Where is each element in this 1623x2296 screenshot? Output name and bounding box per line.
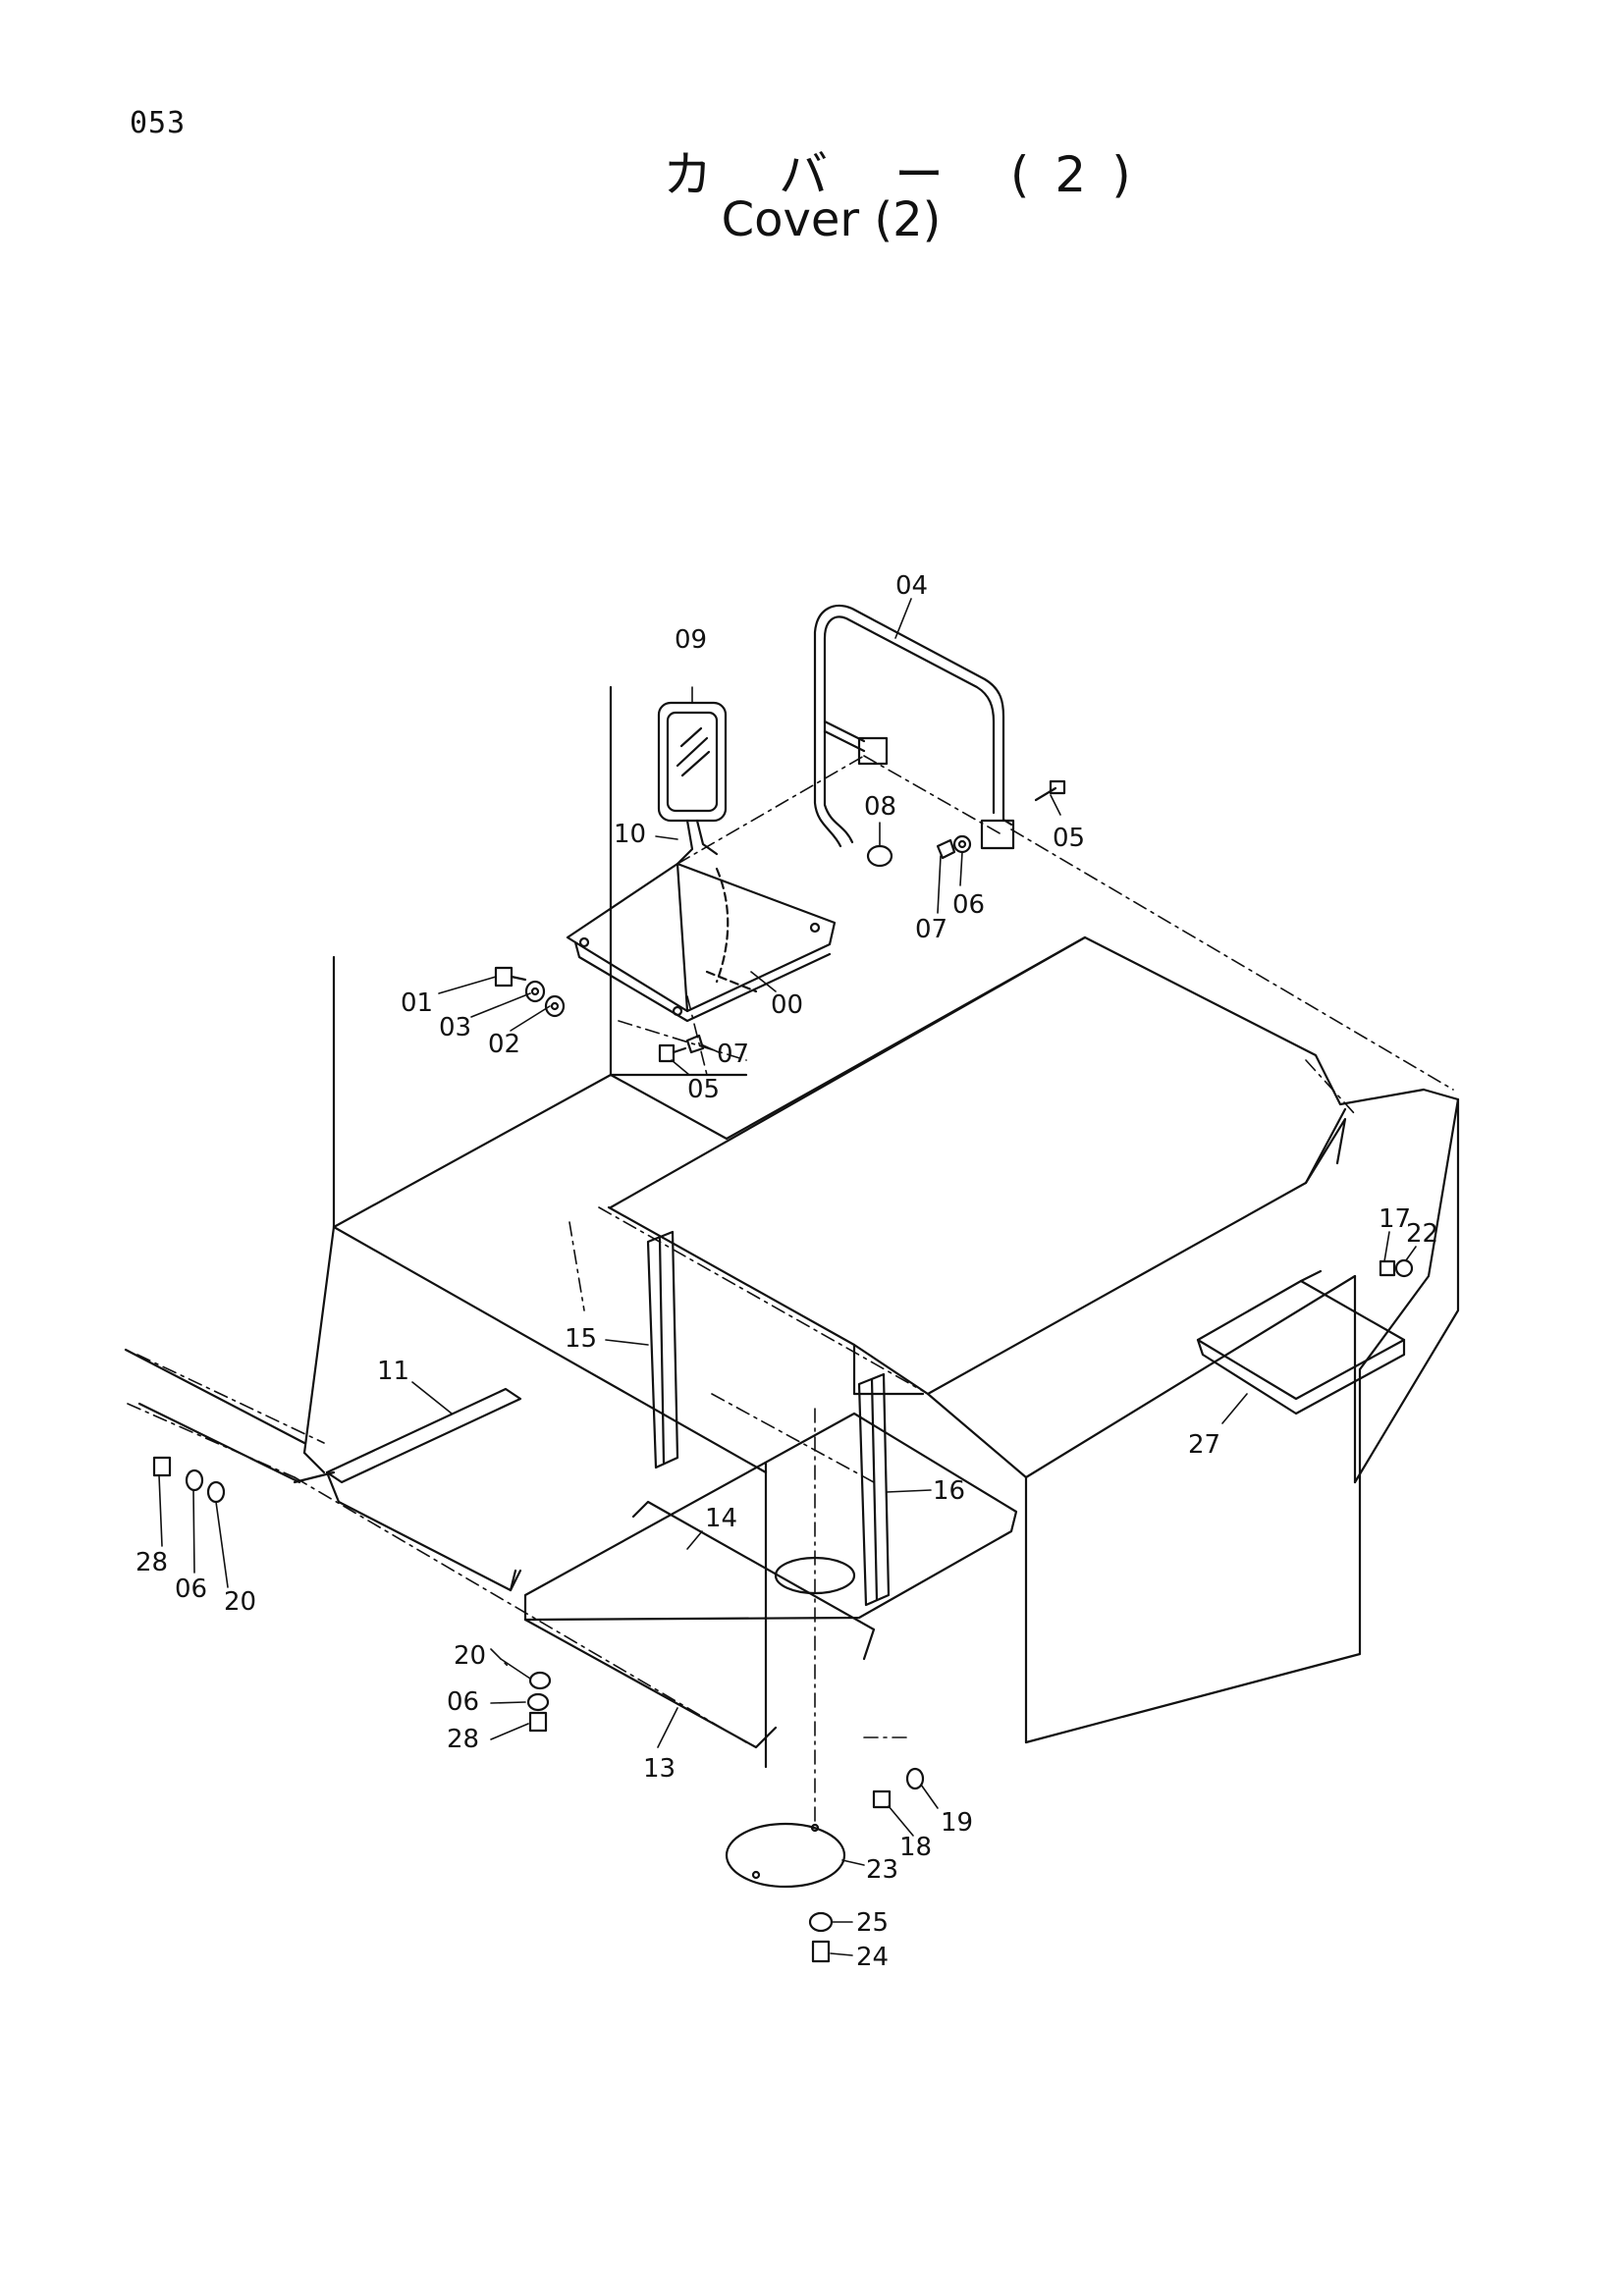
callout-06-middle: 06 [447, 1687, 479, 1717]
mirror-bracket-part [566, 862, 837, 1023]
callout-07-bottom: 07 [717, 1040, 749, 1069]
callout-24: 24 [856, 1943, 889, 1972]
callout-05-bottom: 05 [687, 1075, 720, 1104]
fasteners [152, 779, 1414, 1963]
vertical-brackets [646, 1230, 891, 1607]
callout-09: 09 [675, 625, 707, 655]
callout-27: 27 [1188, 1430, 1220, 1460]
callout-13: 13 [643, 1754, 676, 1784]
callout-28-left: 28 [135, 1548, 168, 1577]
callout-03: 03 [439, 1013, 471, 1042]
inspection-cover [725, 1822, 846, 1889]
mirror-part [657, 701, 728, 866]
callout-17: 17 [1379, 1204, 1411, 1234]
callout-28-middle: 28 [447, 1725, 479, 1754]
callout-06-top: 06 [952, 890, 985, 920]
title-english: Cover (2) [721, 192, 942, 247]
callout-18: 18 [899, 1833, 932, 1862]
callout-06-left: 06 [175, 1575, 207, 1604]
callout-00: 00 [771, 990, 803, 1020]
callout-02: 02 [488, 1030, 520, 1059]
callout-08: 08 [864, 792, 896, 822]
callout-01: 01 [401, 988, 433, 1018]
access-cover-plate [1196, 1269, 1406, 1415]
cab-outline [302, 685, 613, 1455]
callout-25: 25 [856, 1908, 889, 1938]
callout-07-top: 07 [915, 915, 947, 944]
callout-20-left: 20 [224, 1587, 256, 1617]
callout-labels: 09 04 08 05 10 06 07 00 01 03 02 07 05 1… [135, 571, 1438, 1972]
callout-15: 15 [565, 1324, 597, 1354]
title-japanese: カ バ ー (2) [663, 146, 1157, 203]
lower-frame-parts [325, 1387, 1018, 1749]
callout-20-middle: 20 [454, 1641, 486, 1671]
callout-22: 22 [1406, 1219, 1438, 1249]
callout-19: 19 [941, 1808, 973, 1838]
callout-11: 11 [377, 1357, 409, 1386]
callout-10: 10 [614, 820, 646, 849]
callout-23: 23 [866, 1855, 898, 1885]
page-number: 053 [130, 106, 187, 140]
engine-cover-outline [302, 935, 1460, 1769]
callout-16: 16 [933, 1476, 965, 1506]
leader-lines [158, 598, 1417, 1956]
handrail-part [813, 604, 1015, 850]
callout-04: 04 [895, 571, 928, 601]
callout-14: 14 [705, 1504, 737, 1533]
callout-05-top: 05 [1053, 824, 1085, 853]
